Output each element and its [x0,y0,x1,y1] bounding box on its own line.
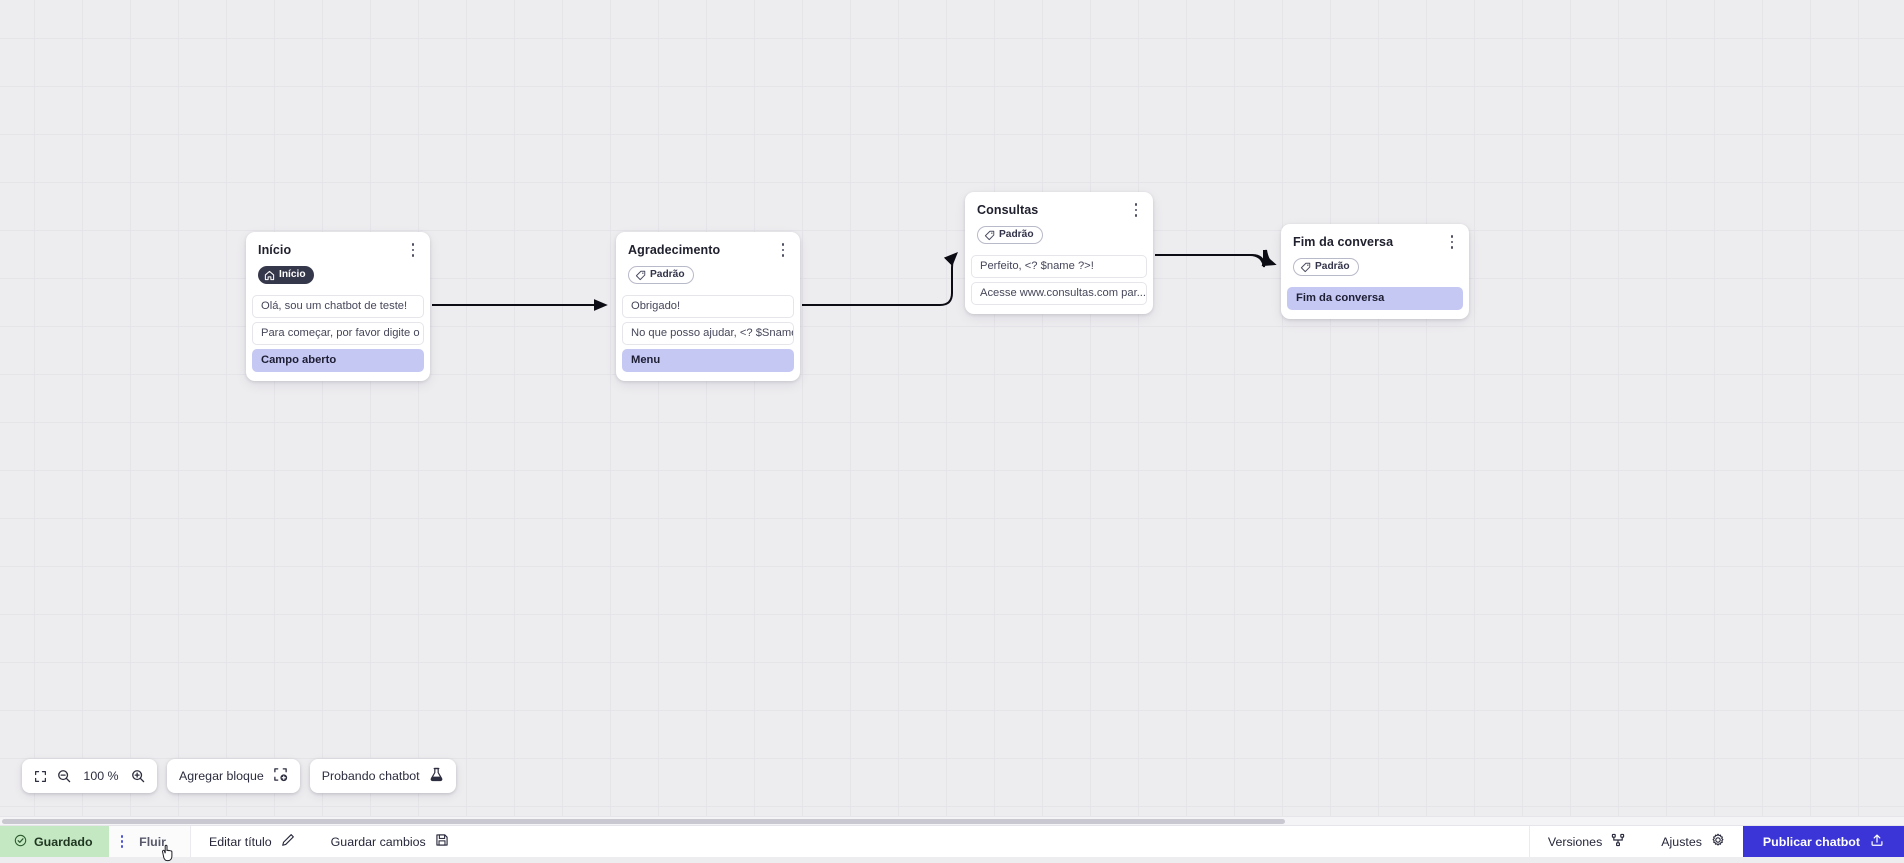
tab-fluir[interactable]: Fluir [109,826,191,857]
flow-node-consultas[interactable]: Consultas Padrão Perfeito, <? $name ?>! … [965,192,1153,314]
node-row-message[interactable]: Acesse www.consultas.com par... [971,282,1147,305]
versions-label: Versiones [1548,835,1602,849]
flow-canvas[interactable]: Início Início Olá, sou um chatbot de tes… [0,0,1904,825]
add-block-label: Agregar bloque [179,769,264,783]
tag-icon [1300,262,1311,273]
tab-fluir-label: Fluir [139,835,166,849]
fit-screen-icon[interactable] [34,770,47,783]
node-header: Consultas Padrão [965,192,1153,255]
node-header: Início Início [246,232,430,295]
node-badge-inicio[interactable]: Início [258,266,314,284]
saved-status-badge: Guardado [0,826,109,857]
tag-icon [635,270,646,281]
node-header: Fim da conversa Padrão [1281,224,1469,287]
node-badge-padrao[interactable]: Padrão [628,266,694,284]
node-row-message[interactable]: Olá, sou um chatbot de teste! [252,295,424,318]
node-badge-label: Padrão [650,270,685,280]
edge-consultas-fim [1155,250,1272,266]
node-rows: Perfeito, <? $name ?>! Acesse www.consul… [965,255,1153,305]
node-badge-label: Padrão [1315,262,1350,272]
node-badge-padrao[interactable]: Padrão [977,226,1043,244]
node-title: Agradecimento [628,243,788,258]
zoom-in-icon[interactable] [131,769,145,783]
test-chatbot-button[interactable]: Probando chatbot [322,767,444,785]
node-title: Início [258,243,418,258]
node-title: Fim da conversa [1293,235,1457,250]
zoom-level-label: 100 % [81,769,121,783]
test-chatbot-group[interactable]: Probando chatbot [310,759,456,793]
node-row-message[interactable]: Para começar, por favor digite o ... [252,322,424,345]
edit-title-label: Editar título [209,835,272,849]
node-row-message[interactable]: Perfeito, <? $name ?>! [971,255,1147,278]
node-rows: Obrigado! No que posso ajudar, <? $Sname… [616,295,800,372]
node-row-message[interactable]: No que posso ajudar, <? $Sname ... [622,322,794,345]
gear-icon [1711,833,1725,850]
add-block-button[interactable]: Agregar bloque [179,767,288,785]
pencil-icon [281,833,295,850]
node-menu-icon[interactable] [775,241,791,259]
node-row-menu[interactable]: Menu [622,349,794,372]
add-block-group[interactable]: Agregar bloque [167,759,300,793]
node-title: Consultas [977,203,1141,218]
edit-title-button[interactable]: Editar título [191,826,313,857]
node-badge-row: Padrão [977,226,1141,246]
node-row-input[interactable]: Campo aberto [252,349,424,372]
home-icon [264,270,275,281]
flow-node-fim-da-conversa[interactable]: Fim da conversa Padrão Fim da conversa [1281,224,1469,319]
node-menu-icon[interactable] [1444,233,1460,251]
edge-consultas-fim-tail [1155,250,1274,267]
node-badge-label: Padrão [999,230,1034,240]
flow-node-agradecimento[interactable]: Agradecimento Padrão Obrigado! No que po… [616,232,800,381]
node-row-message[interactable]: Obrigado! [622,295,794,318]
node-badge-row: Início [258,266,418,286]
save-disk-icon [435,833,449,850]
drag-dots-icon[interactable] [121,835,124,848]
node-row-end[interactable]: Fim da conversa [1287,287,1463,310]
node-header: Agradecimento Padrão [616,232,800,295]
branch-icon [1611,833,1625,850]
upload-icon [1870,833,1884,850]
status-bar-right: Versiones Ajustes Publicar chatbot [1529,826,1904,857]
node-rows: Fim da conversa [1281,287,1469,310]
canvas-toolbar: 100 % Agregar bloque [22,759,456,793]
flow-node-inicio[interactable]: Início Início Olá, sou um chatbot de tes… [246,232,430,381]
test-chatbot-label: Probando chatbot [322,769,420,783]
connector-layer [0,0,1904,825]
publish-chatbot-button[interactable]: Publicar chatbot [1743,826,1904,857]
save-changes-label: Guardar cambios [331,835,426,849]
node-rows: Olá, sou um chatbot de teste! Para começ… [246,295,430,372]
versions-button[interactable]: Versiones [1530,826,1643,857]
add-block-icon [273,767,288,785]
flask-icon [429,767,444,785]
tag-icon [984,230,995,241]
node-menu-icon[interactable] [1128,201,1144,219]
settings-button[interactable]: Ajustes [1643,826,1743,857]
node-badge-row: Padrão [1293,258,1457,278]
scrollbar-thumb[interactable] [2,819,1285,824]
zoom-out-icon[interactable] [57,769,71,783]
node-badge-row: Padrão [628,266,788,286]
saved-label: Guardado [34,835,93,849]
publish-label: Publicar chatbot [1763,835,1860,849]
check-circle-icon [14,834,27,850]
save-changes-button[interactable]: Guardar cambios [313,826,467,857]
zoom-controls: 100 % [22,759,157,793]
horizontal-scrollbar[interactable] [0,816,1904,825]
node-badge-padrao[interactable]: Padrão [1293,258,1359,276]
settings-label: Ajustes [1661,835,1702,849]
node-badge-label: Início [279,270,306,280]
status-bar: Guardado Fluir Editar título Guardar cam… [0,825,1904,857]
node-menu-icon[interactable] [405,241,421,259]
edge-agradecimento-consultas [802,254,956,305]
